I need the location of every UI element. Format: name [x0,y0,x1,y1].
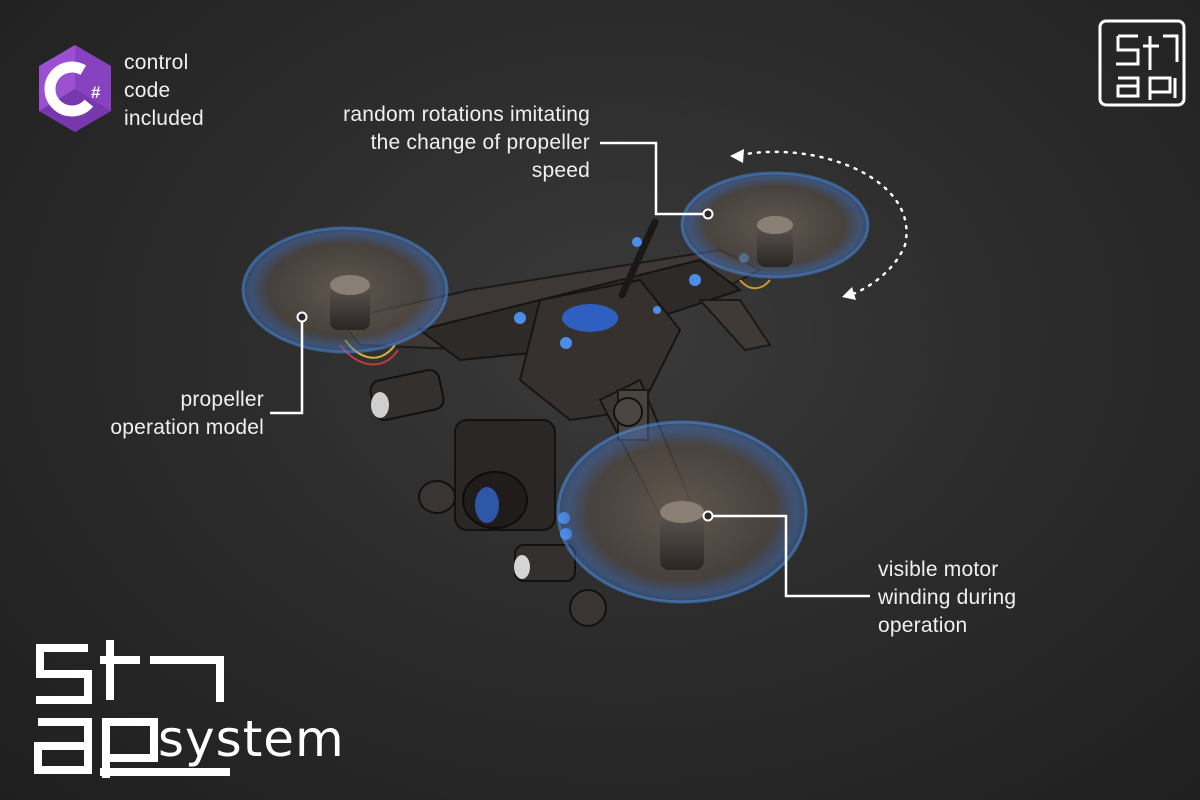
annotation-motor: visible motor winding during operation [878,558,1017,637]
rotation-arrow [730,149,908,300]
annotation-propeller: propeller operation model [110,388,264,439]
propeller-left [241,226,449,354]
corner-logo-icon [1098,19,1186,107]
annotation-rotations: random rotations imitating the change of… [343,103,590,182]
callout-motor [702,510,870,598]
propeller-front [556,420,808,604]
main-logo-system-text: system [158,710,345,768]
csharp-caption: control code included [124,51,204,130]
callout-propeller [270,311,308,415]
svg-text:#: # [91,83,101,102]
main-logo-icon [34,640,230,778]
callout-rotations [600,141,714,220]
propeller-right [680,171,870,279]
csharp-hexagon-icon: # [39,45,111,132]
